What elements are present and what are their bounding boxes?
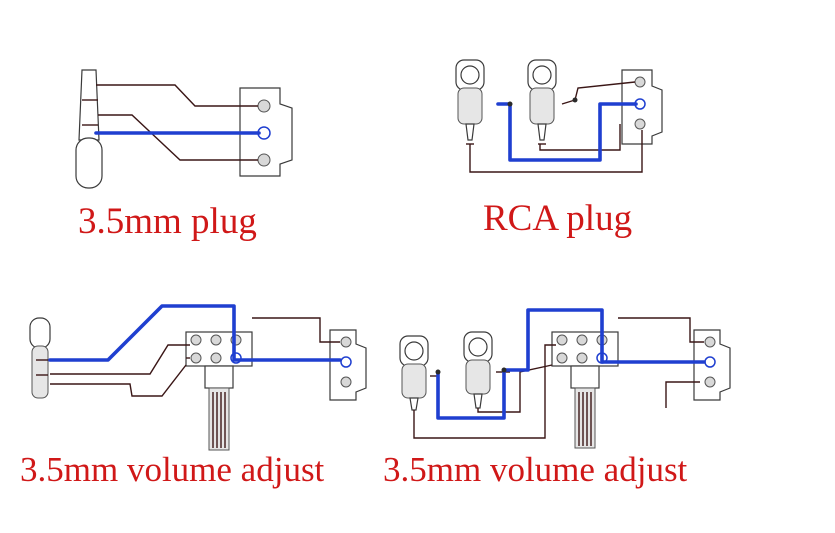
volume-terminal-block-left	[329, 329, 367, 401]
rca-plug-terminal-block	[621, 69, 663, 145]
volume-rca-potentiometer	[551, 331, 619, 449]
panel-rca-plug	[455, 59, 663, 173]
35mm-plug-jack	[75, 69, 103, 189]
volume-35mm-plug-jack	[29, 317, 51, 399]
rca-plug-right	[527, 59, 557, 145]
volume-rca-plug-left	[399, 335, 429, 411]
35mm-plug-wires	[94, 84, 261, 161]
rca-plug-wires	[469, 81, 643, 173]
panel-35mm-plug	[75, 69, 293, 189]
panel-rca-volume-adjust	[399, 308, 731, 449]
volume-left-wires	[48, 304, 342, 397]
caption-35mm-plug: 3.5mm plug	[78, 201, 257, 242]
volume-rca-plug-right	[463, 331, 493, 409]
rca-plug-left	[455, 59, 485, 145]
caption-35mm-volume-adjust-left: 3.5mm volume adjust	[20, 450, 325, 489]
volume-terminal-block-right	[693, 329, 731, 401]
panel-35mm-volume-adjust	[29, 304, 367, 451]
volume-potentiometer	[185, 331, 253, 451]
caption-rca-plug: RCA plug	[483, 198, 633, 239]
volume-right-wires	[413, 308, 706, 439]
caption-35mm-volume-adjust-right: 3.5mm volume adjust	[383, 450, 688, 489]
